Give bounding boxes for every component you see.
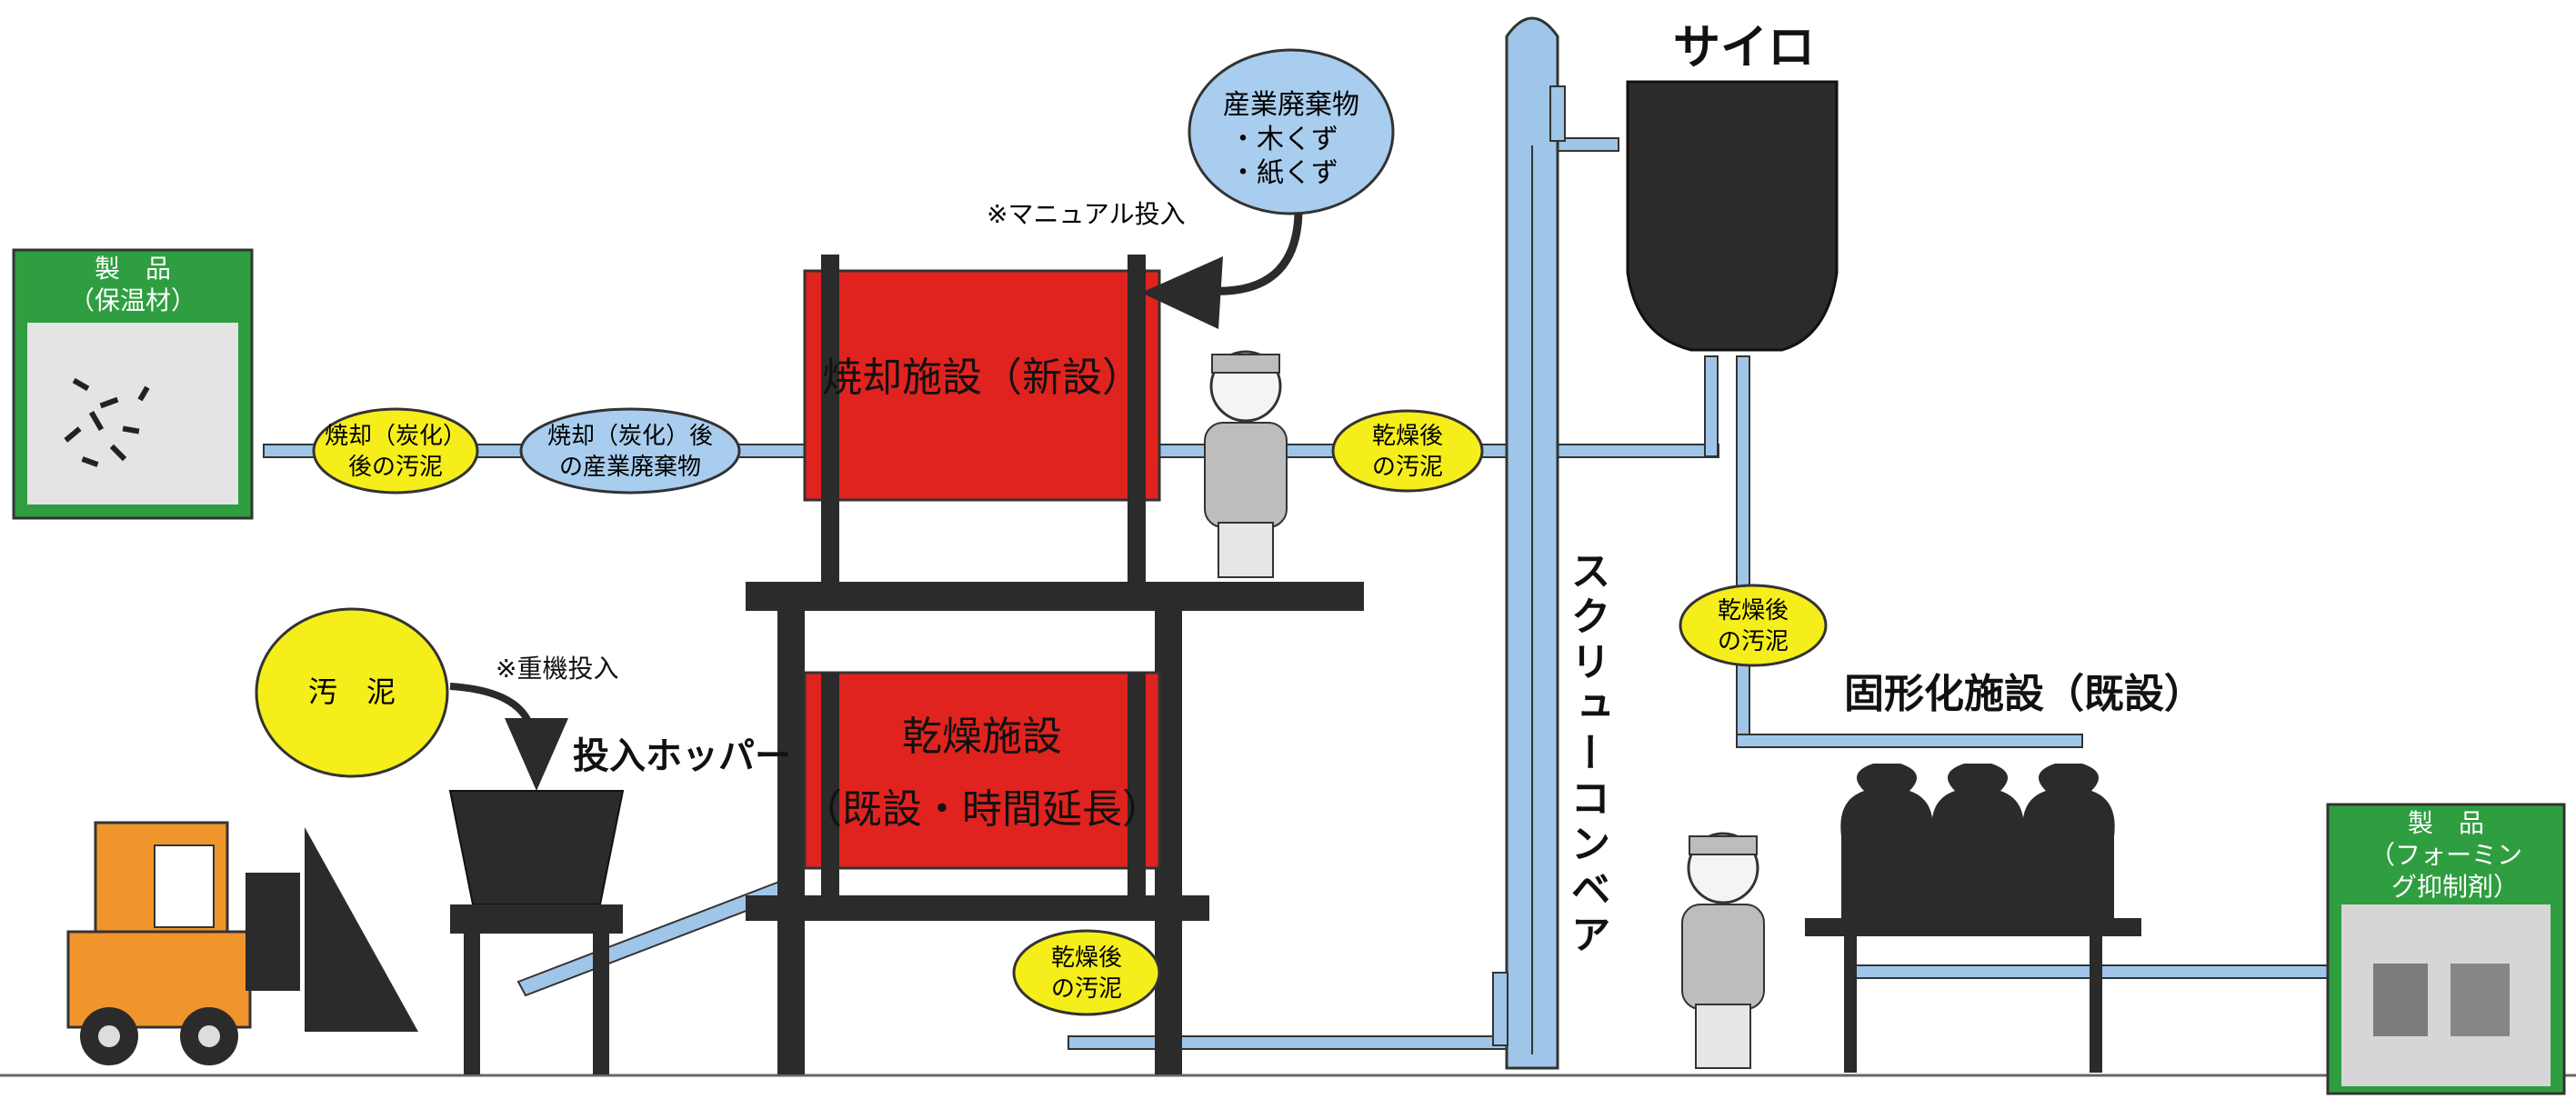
worker-manual-input <box>1204 350 1288 578</box>
pipe-to-right-product <box>1845 964 2333 979</box>
product-right-line2: （フォーミン <box>2370 840 2522 870</box>
dryer <box>746 611 1209 1074</box>
silo-title: サイロ <box>1673 21 1815 75</box>
tag-dried-sludge-a-line2: の汚泥 <box>1372 454 1443 481</box>
hopper-note: ※重機投入 <box>496 654 618 684</box>
industrial-waste-bubble <box>1188 48 1395 215</box>
dryer-title-line1: 乾燥施設 <box>902 714 1062 760</box>
silo <box>1626 80 1839 352</box>
manual-input-arrowhead <box>1141 256 1223 329</box>
tag-dried-sludge-c <box>1012 929 1161 1016</box>
manual-input-arrow <box>1208 213 1303 295</box>
tag-dried-sludge-b-line1: 乾燥後 <box>1718 597 1789 624</box>
tag-dried-sludge-b-line2: の汚泥 <box>1718 628 1789 655</box>
sludge-input-bubble <box>255 607 449 778</box>
solidifier <box>1805 764 2141 1073</box>
screw-conveyor-label: スクリューコンベア <box>1564 550 1610 959</box>
sludge-input-label: 汚 泥 <box>308 674 396 709</box>
solidifier-unit-1 <box>1840 764 1933 918</box>
input-hopper <box>448 718 625 1074</box>
tag-burned-waste <box>519 407 741 495</box>
incinerator-title: 焼却施設（新設） <box>822 355 1142 401</box>
product-left-panel <box>12 248 254 520</box>
hopper-feed-arrow <box>449 683 536 734</box>
incinerator <box>746 255 1364 611</box>
tag-dried-sludge-c-line1: 乾燥後 <box>1051 944 1122 972</box>
tag-burned-waste-line1: 焼却（炭化）後 <box>547 423 713 450</box>
tag-burned-sludge-line1: 焼却（炭化） <box>325 423 466 450</box>
industrial-waste-line2: ・木くず <box>1229 124 1338 155</box>
industrial-waste-line3: ・紙くず <box>1229 157 1338 189</box>
product-right-line3: グ抑制剤） <box>2391 872 2519 902</box>
product-right-line1: 製 品 <box>2408 808 2484 838</box>
pipe-silo-right-outlet <box>1736 355 1750 748</box>
dryer-title-line2: （既設・時間延長） <box>802 786 1162 833</box>
screw-conveyor <box>1492 16 1566 1070</box>
manual-input-note: ※マニュアル投入 <box>987 199 1186 229</box>
tag-dried-sludge-b <box>1679 584 1828 667</box>
tag-dried-sludge-c-line2: の汚泥 <box>1051 975 1122 1003</box>
tag-dried-sludge-a-line1: 乾燥後 <box>1372 423 1443 450</box>
pipe-to-solidifier <box>1736 734 2083 748</box>
pipe-silo-left-outlet <box>1704 355 1719 457</box>
tag-burned-waste-line2: の産業廃棄物 <box>559 454 701 481</box>
forklift <box>66 821 418 1065</box>
industrial-waste-line1: 産業廃棄物 <box>1223 89 1359 121</box>
tag-burned-sludge <box>312 407 479 495</box>
tag-burned-sludge-line2: 後の汚泥 <box>348 454 443 481</box>
pipe-dryer-to-conveyor <box>1067 1035 1533 1050</box>
product-left-line2: （保温材） <box>69 285 196 315</box>
product-left-line1: 製 品 <box>95 254 171 284</box>
tag-dried-sludge-a <box>1331 409 1484 493</box>
hopper-label: 投入ホッパー <box>573 735 791 777</box>
solidifier-unit-3 <box>2022 764 2115 918</box>
solidifier-title: 固形化施設（既設） <box>1844 671 2204 717</box>
worker-solidifier <box>1681 832 1765 1069</box>
solidifier-unit-2 <box>1931 764 2024 918</box>
product-right-panel <box>2326 803 2566 1095</box>
